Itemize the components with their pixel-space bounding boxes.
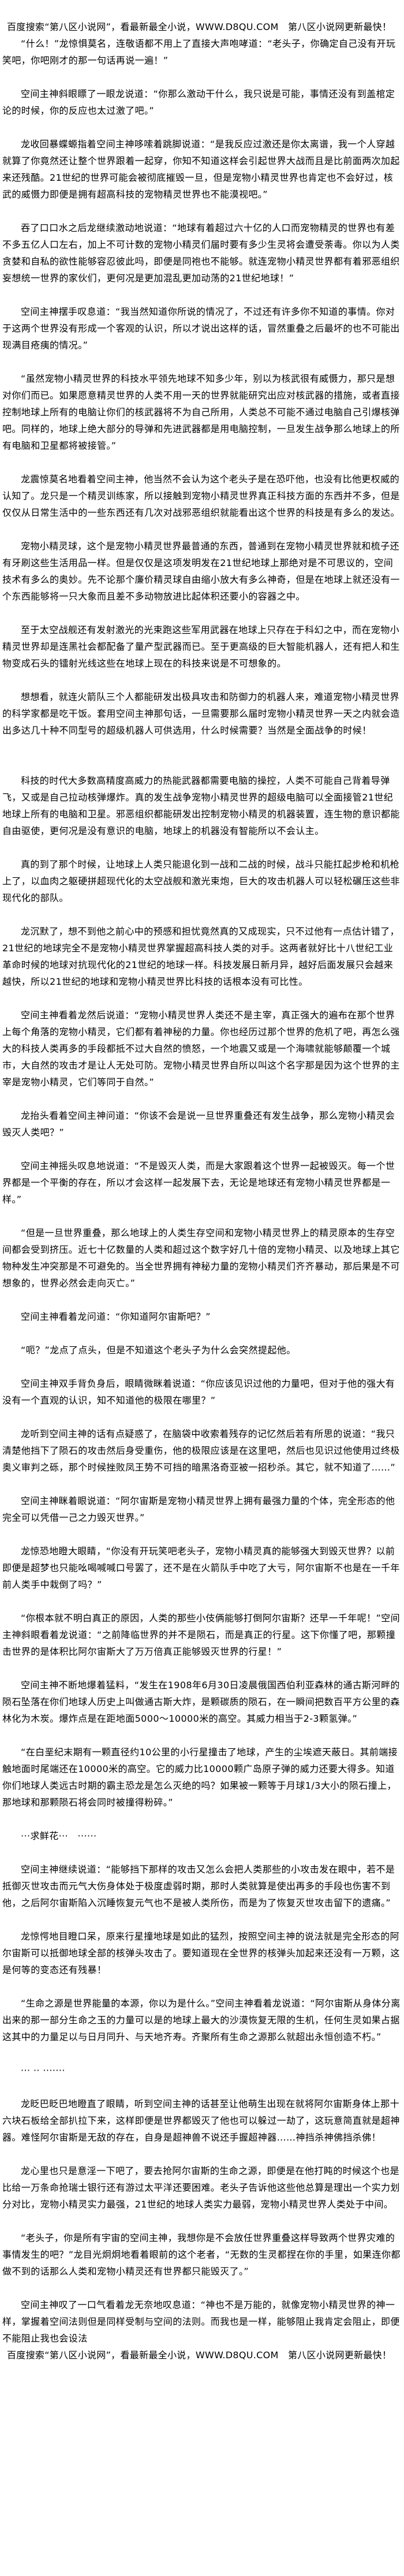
story-paragraph: 科技的时代大多数高精度高威力的热能武器都需要电脑的操控，人类不可能自己背着导弹飞… xyxy=(2,775,400,836)
story-paragraph: 至于太空战舰还有发射激光的光束跑这些军用武器在地球上只存在于科幻之中，而在宠物小… xyxy=(2,624,400,669)
story-paragraph: ···求鲜花··· ······ xyxy=(21,1830,97,1841)
story-paragraph: “虽然宠物小精灵世界的科技水平领先地球不知多少年，别以为核武很有威慑力，那只是想… xyxy=(2,373,400,451)
story-paragraph: 空间主神摆手叹息道：“我当然知道你所说的情况了，不过还有许多你不知道的事情。你对… xyxy=(2,306,400,351)
story-paragraph: 空间主神摇头叹息地说道：“不是毁灭人类，而是大家跟着这个世界一起被毁灭。每一个世… xyxy=(2,1160,395,1205)
story-paragraph: “老头子，你是所有宇宙的空间主神，我想你是不会放任世界重叠这样导致两个世界灾难的… xyxy=(2,2232,401,2277)
chapter-body: “什么！”龙惊惧莫名，连敬语都不用上了直接大声咆哮道：“老头子，你确定自己没有开… xyxy=(2,35,401,2347)
story-paragraph: “什么！”龙惊惧莫名，连敬语都不用上了直接大声咆哮道：“老头子，你确定自己没有开… xyxy=(2,38,396,66)
story-paragraph: 吞了口口水之后龙继续激动地说道：“地球有着超过六十亿的人口而宠物精灵的世界也有差… xyxy=(2,222,400,284)
story-paragraph: “呃？”龙点了点头，但是不知道这个老头子为什么会突然提起他。 xyxy=(21,1345,296,1356)
story-paragraph: 龙惊恐地瞪大眼睛，“你没有开玩笑吧老头子，宠物小精灵真的能够强大到毁灭世界？以前… xyxy=(2,1546,400,1590)
story-paragraph: 龙沉默了，想不到他之前心中的预感和担忧竟然真的又成现实，只不过他有一点估计错了，… xyxy=(2,926,400,987)
site-banner-top: 百度搜索“第八区小说网”，看最新最全小说，WWW.D8QU.COM 第八区小说网… xyxy=(7,21,392,32)
story-paragraph: 龙抬头看着空间主神问道：“你该不会是说一旦世界重叠还有发生战争，那么宠物小精灵会… xyxy=(2,1110,395,1138)
story-paragraph: 龙收回暴蝶螈指着空间主神哆嗦着跳脚说道：“是我反应过激还是你太离谱，我一个人穿越… xyxy=(2,139,400,200)
story-paragraph: 空间主神看着龙问道：“你知道阿尔宙斯吧？” xyxy=(21,1311,211,1322)
story-paragraph: 龙惊愕地目瞪口呆，原来行星撞地球是如此的猛烈，按照空间主神的说法就是完全形态的阿… xyxy=(2,1931,400,1975)
story-paragraph: 空间主神继续说道：“能够挡下那样的攻击又怎么会把人类那些的小攻击发在眼中，若不是… xyxy=(2,1864,395,1908)
story-paragraph: 龙震惊莫名地看着空间主神，他当然不会认为这个老头子是在恐吓他，也没有比他更权威的… xyxy=(2,474,400,518)
story-paragraph: 龙眨巴眨巴地瞪直了眼睛，听到空间主神的话甚至让他萌生出现在就将阿尔宙斯身体上那十… xyxy=(2,2098,400,2143)
story-paragraph: 空间主神看着龙然后说道：“宠物小精灵世界人类还不是主宰，真正强大的遍布在那个世界… xyxy=(2,1010,400,1088)
story-paragraph: 空间主神斜眼瞟了一眼龙说道：“你那么激动干什么，我只说是可能，事情还没有到盖棺定… xyxy=(2,88,395,116)
story-paragraph: 龙心里也只是意淫一下吧了，要去抢阿尔宙斯的生命之源，即便是在他打盹的时候这个也是… xyxy=(2,2165,400,2210)
story-paragraph: 真的到了那个时候，让地球上人类只能退化到一战和二战的时候，战斗只能扛起步枪和机枪… xyxy=(2,859,400,903)
story-paragraph: “但是一旦世界重叠，那么地球上的人类生存空间和宠物小精灵世界上的精灵原本的生存空… xyxy=(2,1227,400,1289)
novel-page: 百度搜索“第八区小说网”，看最新最全小说，WWW.D8QU.COM 第八区小说网… xyxy=(2,21,401,2361)
story-paragraph: “在白垩纪末期有一颗直径约10公里的小行星撞击了地球，产生的尘埃遮天蔽日。其前端… xyxy=(2,1747,398,1808)
story-paragraph: ··· ·· ······· xyxy=(21,2065,65,2076)
site-banner-bottom: 百度搜索“第八区小说网”，看最新最全小说，WWW.D8QU.COM 第八区小说网… xyxy=(7,2350,392,2361)
story-paragraph: “生命之源是世界能量的本源，你以为是什么。”空间主神看着龙说道：“阿尔宙斯从身体… xyxy=(2,1998,401,2042)
story-paragraph: 宠物小精灵球，这个是宠物小精灵世界最普通的东西，普通到在宠物小精灵世界就和梳子还… xyxy=(2,541,400,602)
story-paragraph: 空间主神双手背负身后，眼睛微眯着说道：“你应该见识过他的力量吧，但对于他的强大有… xyxy=(2,1378,395,1406)
story-paragraph: 空间主神眯着眼说道：“阿尔宙斯是宠物小精灵世界上拥有最强力量的个体，完全形态的他… xyxy=(2,1495,395,1523)
story-paragraph: “你根本就不明白真正的原因，人类的那些小伎俩能够打倒阿尔宙斯？还早一千年呢！”空… xyxy=(2,1613,400,1657)
story-paragraph: 空间主神不断地爆着猛料，“发生在1908年6月30日凌晨俄国西伯利亚森林的通古斯… xyxy=(2,1680,400,1724)
story-paragraph: 龙听到空间主神的话有点疑惑了，在脑袋中收索着残存的记忆然后若有所思的说道：“我只… xyxy=(2,1428,400,1473)
story-paragraph: 想想看，就连火箭队三个人都能研发出极具攻击和防御力的机器人来，难道宠物小精灵世界… xyxy=(2,691,400,736)
story-paragraph: 空间主神叹了一口气看着龙无奈地叹息道：“神也不是万能的，就像宠物小精灵世界的神一… xyxy=(2,2299,400,2344)
